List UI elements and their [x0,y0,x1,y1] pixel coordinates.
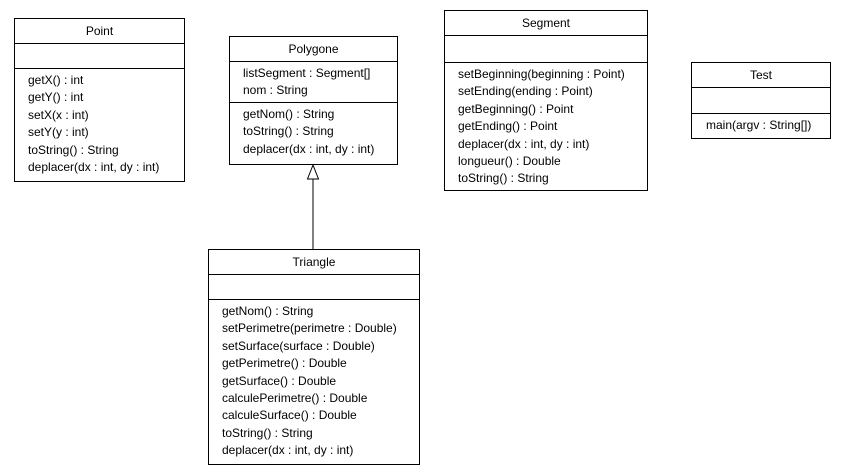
class-triangle[interactable]: Triangle getNom() : String setPerimetre(… [208,249,420,465]
operation: getX() : int [28,73,84,87]
attributes-compartment [209,275,419,300]
operation: toString() : String [28,142,119,157]
operation: deplacer(dx : int, dy : int) [28,159,160,174]
triangle-arrowhead-icon [306,163,320,180]
generalization-arrow [306,163,320,249]
operation: calculePerimetre() : Double [222,390,368,405]
operation: getBeginning() : Point [458,101,574,116]
class-name: Test [692,63,830,88]
operation: getNom() : String [222,304,314,318]
operation: deplacer(dx : int, dy : int) [222,443,354,458]
attributes-compartment [15,44,184,69]
operation: getNom() : String [243,107,335,121]
operation: setY(y : int) [28,125,89,140]
attribute: listSegment : Segment[] [243,66,371,80]
class-segment[interactable]: Segment setBeginning(beginning : Point) … [444,10,648,191]
operation: deplacer(dx : int, dy : int) [243,141,375,156]
operations-compartment: main(argv : String[]) [692,114,830,134]
operation: toString() : String [243,124,334,139]
operations-compartment: getNom() : String setPerimetre(perimetre… [209,300,419,460]
operation: setPerimetre(perimetre : Double) [222,321,397,336]
attributes-compartment: listSegment : Segment[] nom : String [230,62,397,103]
operations-compartment: getNom() : String toString() : String de… [230,103,397,158]
operation: getY() : int [28,90,84,105]
operations-compartment: getX() : int getY() : int setX(x : int) … [15,69,184,176]
operation: getEnding() : Point [458,119,558,134]
operation: setSurface(surface : Double) [222,338,375,353]
operations-compartment: setBeginning(beginning : Point) setEndin… [445,63,647,188]
attribute: nom : String [243,83,308,98]
class-name: Triangle [209,250,419,275]
operation: setBeginning(beginning : Point) [458,67,625,81]
attributes-compartment [445,36,647,63]
class-polygone[interactable]: Polygone listSegment : Segment[] nom : S… [229,36,398,165]
class-name: Segment [445,11,647,36]
operation: setEnding(ending : Point) [458,84,593,99]
operation: deplacer(dx : int, dy : int) [458,136,590,151]
operation: main(argv : String[]) [706,118,812,132]
operation: toString() : String [458,171,549,186]
class-test[interactable]: Test main(argv : String[]) [691,62,831,139]
operation: getSurface() : Double [222,373,337,388]
operation: calculeSurface() : Double [222,408,357,423]
operation: getPerimetre() : Double [222,356,347,371]
attributes-compartment [692,88,830,114]
operation: toString() : String [222,425,313,440]
operation: longueur() : Double [458,153,561,168]
class-name: Point [15,19,184,44]
class-point[interactable]: Point getX() : int getY() : int setX(x :… [14,18,185,182]
class-name: Polygone [230,37,397,62]
operation: setX(x : int) [28,107,89,122]
